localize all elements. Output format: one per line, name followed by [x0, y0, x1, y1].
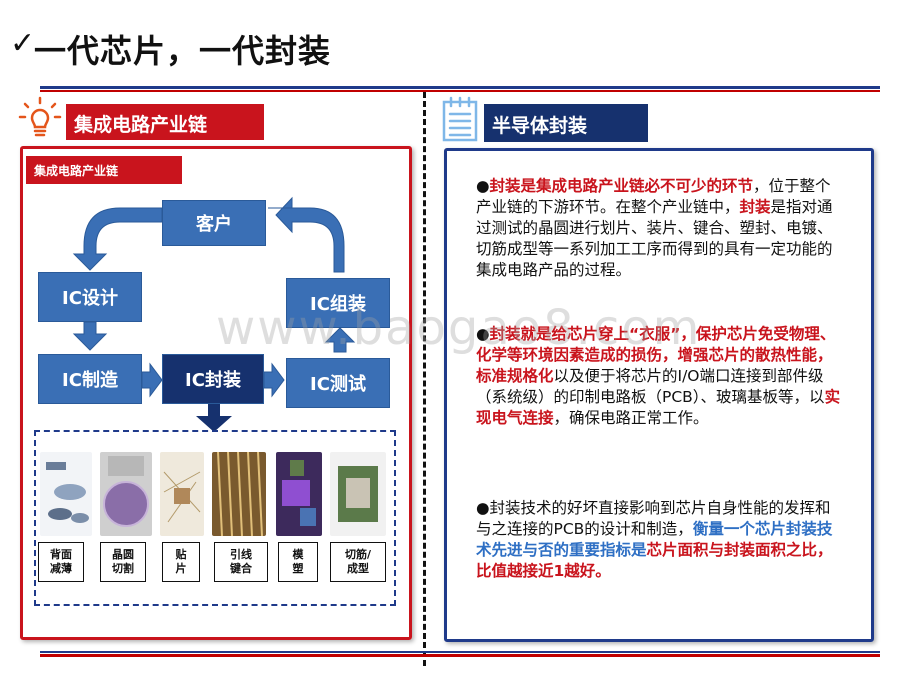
- p2-text-a: 以及便于将芯片的I/O端口连接到部件级（系统级）的印制电路板（PCB）、玻璃基板…: [476, 367, 825, 406]
- arrow-package-to-test: [263, 362, 285, 398]
- notebook-icon: [442, 96, 478, 142]
- bottom-rule: [40, 651, 880, 653]
- p3-red: 芯片面积与封装面积之比，比值越接近1越好。: [476, 541, 833, 580]
- p1-lead: 封装是集成电路产业链必不可少的环节: [489, 177, 754, 195]
- flow-ic-test: IC测试: [286, 358, 390, 408]
- arrow-design-to-manufacture: [72, 321, 108, 351]
- arrow-customer-to-design: [72, 207, 163, 271]
- p3-text-a: ●封装技术的好坏直接影响到芯片自身性能的发挥和与之连接的PCB的设计和制造，: [476, 499, 831, 538]
- arrow-test-to-assembly: [324, 327, 356, 353]
- paragraph-2: ●封装就是给芯片穿上“衣服”，保护芯片免受物理、化学等环境因素造成的损伤，增强芯…: [476, 324, 842, 429]
- p2-lead: 封装就是给芯片穿上“衣服”，保护芯片免受物理、化学等环境因素造成的损伤，增强芯片…: [476, 325, 836, 385]
- backgrinding-machine-image: [40, 452, 92, 536]
- die-attach-image: [160, 452, 204, 536]
- semiconductor-package-panel: [444, 148, 874, 642]
- paragraph-3: ●封装技术的好坏直接影响到芯片自身性能的发挥和与之连接的PCB的设计和制造，衡量…: [476, 498, 842, 582]
- flow-ic-assembly: IC组装: [286, 278, 390, 328]
- p1-text-b: 是指对通过测试的晶圆进行划片、装片、键合、塑封、电镀、切筋成型等一系列加工工序而…: [476, 198, 833, 279]
- bullet: ●: [476, 177, 490, 195]
- flow-ic-package: IC封装: [162, 354, 264, 404]
- p1-term: 封装: [739, 198, 771, 216]
- wafer-image: [100, 452, 152, 536]
- wire-bonding-image: [212, 452, 266, 536]
- semiconductor-package-header: 半导体封装: [484, 104, 648, 142]
- step-die-attach: 贴 片: [162, 542, 200, 582]
- molding-image: [276, 452, 322, 536]
- industry-chain-header: 集成电路产业链: [66, 104, 264, 140]
- lightbulb-icon: [18, 96, 62, 137]
- step-backgrinding: 背面 减薄: [38, 542, 84, 582]
- step-wire-bonding: 引线 键合: [214, 542, 268, 582]
- top-rule-accent: [40, 90, 880, 92]
- arrow-manufacture-to-package: [141, 362, 163, 398]
- check-mark-icon: ✓: [10, 26, 36, 61]
- step-trim-form: 切筋/ 成型: [330, 542, 386, 582]
- step-wafer-dicing: 晶圆 切割: [100, 542, 146, 582]
- p2-emph: 实现电气连接: [476, 388, 841, 427]
- bullet: ●: [476, 325, 490, 343]
- watermark: www.baogao8.com: [216, 300, 702, 356]
- page-title: 一代芯片，一代封装: [34, 32, 332, 70]
- arrow-assembly-to-customer: [268, 196, 345, 273]
- arrow-package-down: [196, 404, 232, 432]
- trim-form-image: [330, 452, 386, 536]
- column-divider: [423, 92, 426, 666]
- package-process-area: [34, 430, 396, 606]
- flow-customer: 客户: [162, 200, 266, 246]
- bottom-rule-accent: [40, 654, 880, 657]
- p3-blue: 衡量一个芯片封装技术先进与否的重要指标是: [476, 520, 833, 559]
- p2-text-b: ，确保电路正常工作。: [553, 409, 709, 427]
- paragraph-1: ●封装是集成电路产业链必不可少的环节，位于整个产业链的下游环节。在整个产业链中，…: [476, 176, 842, 281]
- flow-arrows: [72, 196, 356, 432]
- industry-chain-tag: 集成电路产业链: [26, 156, 182, 184]
- industry-chain-panel: [20, 146, 412, 640]
- p1-text-a: ，位于整个产业链的下游环节。在整个产业链中，: [476, 177, 831, 216]
- step-molding: 模 塑: [278, 542, 318, 582]
- flow-ic-design: IC设计: [38, 272, 142, 322]
- top-rule: [40, 86, 880, 89]
- flow-ic-manufacture: IC制造: [38, 354, 142, 404]
